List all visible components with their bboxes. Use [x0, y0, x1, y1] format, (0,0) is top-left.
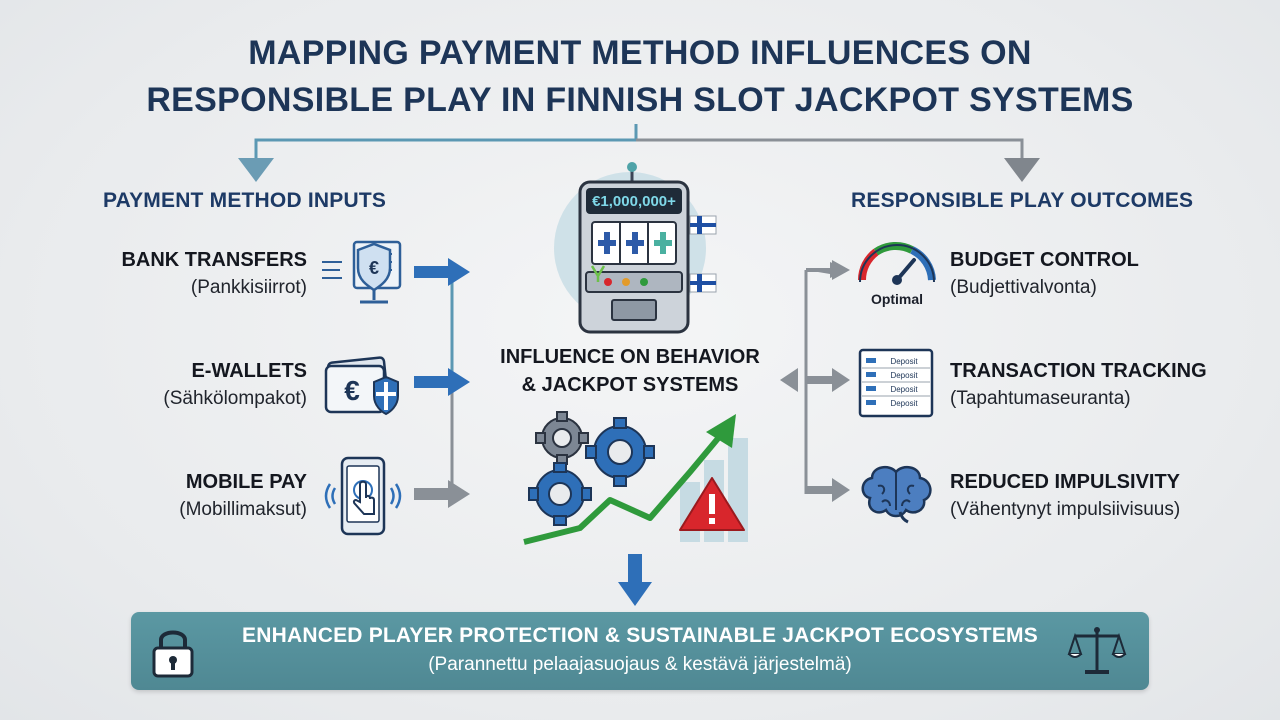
scales-icon [1067, 627, 1127, 674]
outcome-impulsivity-subtitle: (Vähentynyt impulsiivisuus) [950, 499, 1181, 520]
input-ewallet-subtitle: (Sähkölompakot) [163, 388, 307, 409]
gauge-icon: Optimal [858, 242, 936, 307]
banner-subtitle: (Parannettu pelaajasuojaus & kestävä jär… [428, 654, 852, 675]
ledger-row-label: Deposit [890, 357, 918, 366]
inputs-heading: PAYMENT METHOD INPUTS [103, 189, 387, 212]
arrow-mobile-icon [414, 480, 470, 508]
down-arrow-right-icon [1004, 158, 1040, 182]
ledger-row-label: Deposit [890, 385, 918, 394]
input-mobile-subtitle: (Mobillimaksut) [179, 499, 307, 520]
banner-title: ENHANCED PLAYER PROTECTION & SUSTAINABLE… [242, 624, 1038, 647]
growth-arrow-icon [523, 434, 723, 545]
outcome-impulsivity-title: REDUCED IMPULSIVITY [950, 471, 1181, 493]
outcomes-heading: RESPONSIBLE PLAY OUTCOMES [851, 189, 1194, 212]
input-ewallet-title: E-WALLETS [191, 360, 307, 382]
svg-text:€: € [369, 258, 379, 278]
outcome-budget-title: BUDGET CONTROL [950, 249, 1139, 271]
svg-text:€: € [344, 375, 360, 406]
smartphone-tap-icon [324, 456, 402, 536]
gears-icon [528, 411, 655, 526]
outcome-tracking-subtitle: (Tapahtumaseuranta) [950, 388, 1131, 409]
arrow-down-banner-icon [618, 582, 652, 606]
gears-growth-graphic [523, 411, 748, 545]
input-bank-subtitle: (Pankkisiirrot) [190, 277, 307, 298]
ledger-icon: Deposit Deposit Deposit Deposit [858, 348, 934, 418]
top-right-connector [636, 138, 1024, 160]
arrow-ewallet-icon [414, 368, 470, 396]
lock-icon [152, 630, 194, 678]
arrow-impulsivity-icon [806, 478, 850, 502]
arrow-bank-icon [414, 258, 470, 286]
gauge-label: Optimal [871, 291, 923, 307]
brain-icon [861, 465, 932, 524]
ledger-row-label: Deposit [890, 399, 918, 408]
arrow-budget-icon [806, 260, 850, 280]
slot-machine-icon: €1,000,000+ [554, 162, 717, 334]
warning-icon [679, 477, 745, 531]
title-line-1: MAPPING PAYMENT METHOD INFLUENCES ON [248, 34, 1032, 72]
diagram-title: MAPPING PAYMENT METHOD INFLUENCES ON RES… [0, 30, 1280, 124]
center-line-2: & JACKPOT SYSTEMS [521, 374, 739, 396]
arrow-tracking-icon [806, 368, 850, 392]
outcome-banner: ENHANCED PLAYER PROTECTION & SUSTAINABLE… [131, 612, 1149, 690]
center-line-1: INFLUENCE ON BEHAVIOR [500, 346, 760, 368]
wallet-icon: € [324, 356, 399, 416]
outcome-budget-subtitle: (Budjettivalvonta) [950, 277, 1097, 298]
input-bank-title: BANK TRANSFERS [121, 249, 307, 271]
arrow-from-center-icon [780, 368, 798, 392]
finland-flag-icon [689, 215, 717, 293]
ledger-row-label: Deposit [890, 371, 918, 380]
input-mobile-title: MOBILE PAY [185, 471, 307, 493]
center-label: INFLUENCE ON BEHAVIOR & JACKPOT SYSTEMS [470, 343, 790, 399]
outcome-tracking-title: TRANSACTION TRACKING [950, 360, 1207, 382]
jackpot-display: €1,000,000+ [592, 193, 676, 210]
bank-document-icon: € [322, 240, 402, 304]
title-line-2: RESPONSIBLE PLAY IN FINNISH SLOT JACKPOT… [146, 81, 1134, 119]
top-left-connector [254, 138, 636, 160]
down-arrow-left-icon [238, 158, 274, 182]
